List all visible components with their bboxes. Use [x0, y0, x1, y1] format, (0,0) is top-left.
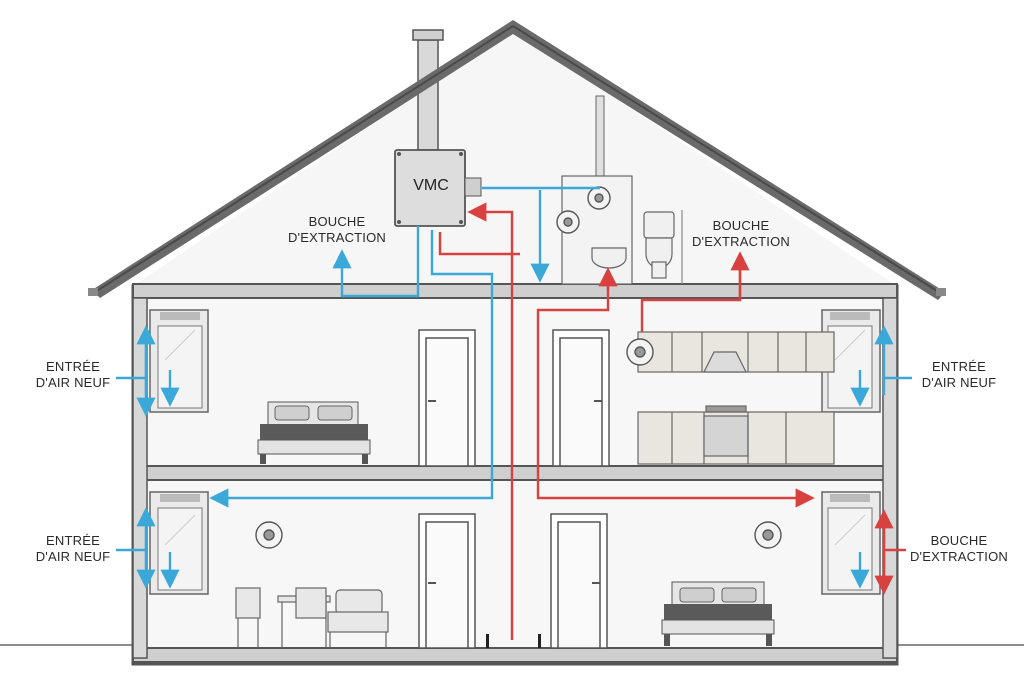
- window-upper-left: [149, 309, 209, 413]
- chimney: [412, 29, 444, 151]
- label-line: BOUCHE: [712, 218, 770, 233]
- label-line: D'AIR NEUF: [35, 375, 111, 390]
- vent-fans: [255, 186, 782, 549]
- roof: [88, 20, 946, 300]
- label-fresh-air-upper-right: ENTRÉE D'AIR NEUF: [904, 359, 1014, 391]
- label-line: ENTRÉE: [46, 359, 100, 374]
- vmc-label: VMC: [413, 177, 449, 194]
- label-line: D'EXTRACTION: [287, 230, 387, 245]
- label-line: D'EXTRACTION: [909, 549, 1009, 564]
- label-extraction-lower-right: BOUCHE D'EXTRACTION: [898, 533, 1020, 565]
- label-line: BOUCHE: [930, 533, 988, 548]
- label-fresh-air-upper-left: ENTRÉE D'AIR NEUF: [18, 359, 128, 391]
- fresh-air-ducts: [116, 186, 912, 589]
- bed-upper: [257, 401, 371, 464]
- label-extraction-attic-left: BOUCHE D'EXTRACTION: [272, 214, 402, 246]
- vmc-unit: [394, 149, 482, 227]
- label-line: ENTRÉE: [46, 533, 100, 548]
- dining-furniture: [235, 587, 389, 648]
- window-upper-right: [821, 309, 881, 413]
- extract-air-ducts: [438, 202, 906, 640]
- vent-pipe: [595, 95, 605, 181]
- label-fresh-air-lower-left: ENTRÉE D'AIR NEUF: [18, 533, 128, 565]
- label-line: ENTRÉE: [932, 359, 986, 374]
- label-line: D'AIR NEUF: [921, 375, 997, 390]
- kitchen: [637, 331, 835, 465]
- label-line: D'EXTRACTION: [691, 234, 791, 249]
- label-line: D'AIR NEUF: [35, 549, 111, 564]
- window-lower-right: [821, 491, 881, 595]
- bed-lower: [661, 581, 775, 646]
- label-line: BOUCHE: [308, 214, 366, 229]
- label-extraction-attic-right: BOUCHE D'EXTRACTION: [676, 218, 806, 250]
- window-lower-left: [149, 491, 209, 595]
